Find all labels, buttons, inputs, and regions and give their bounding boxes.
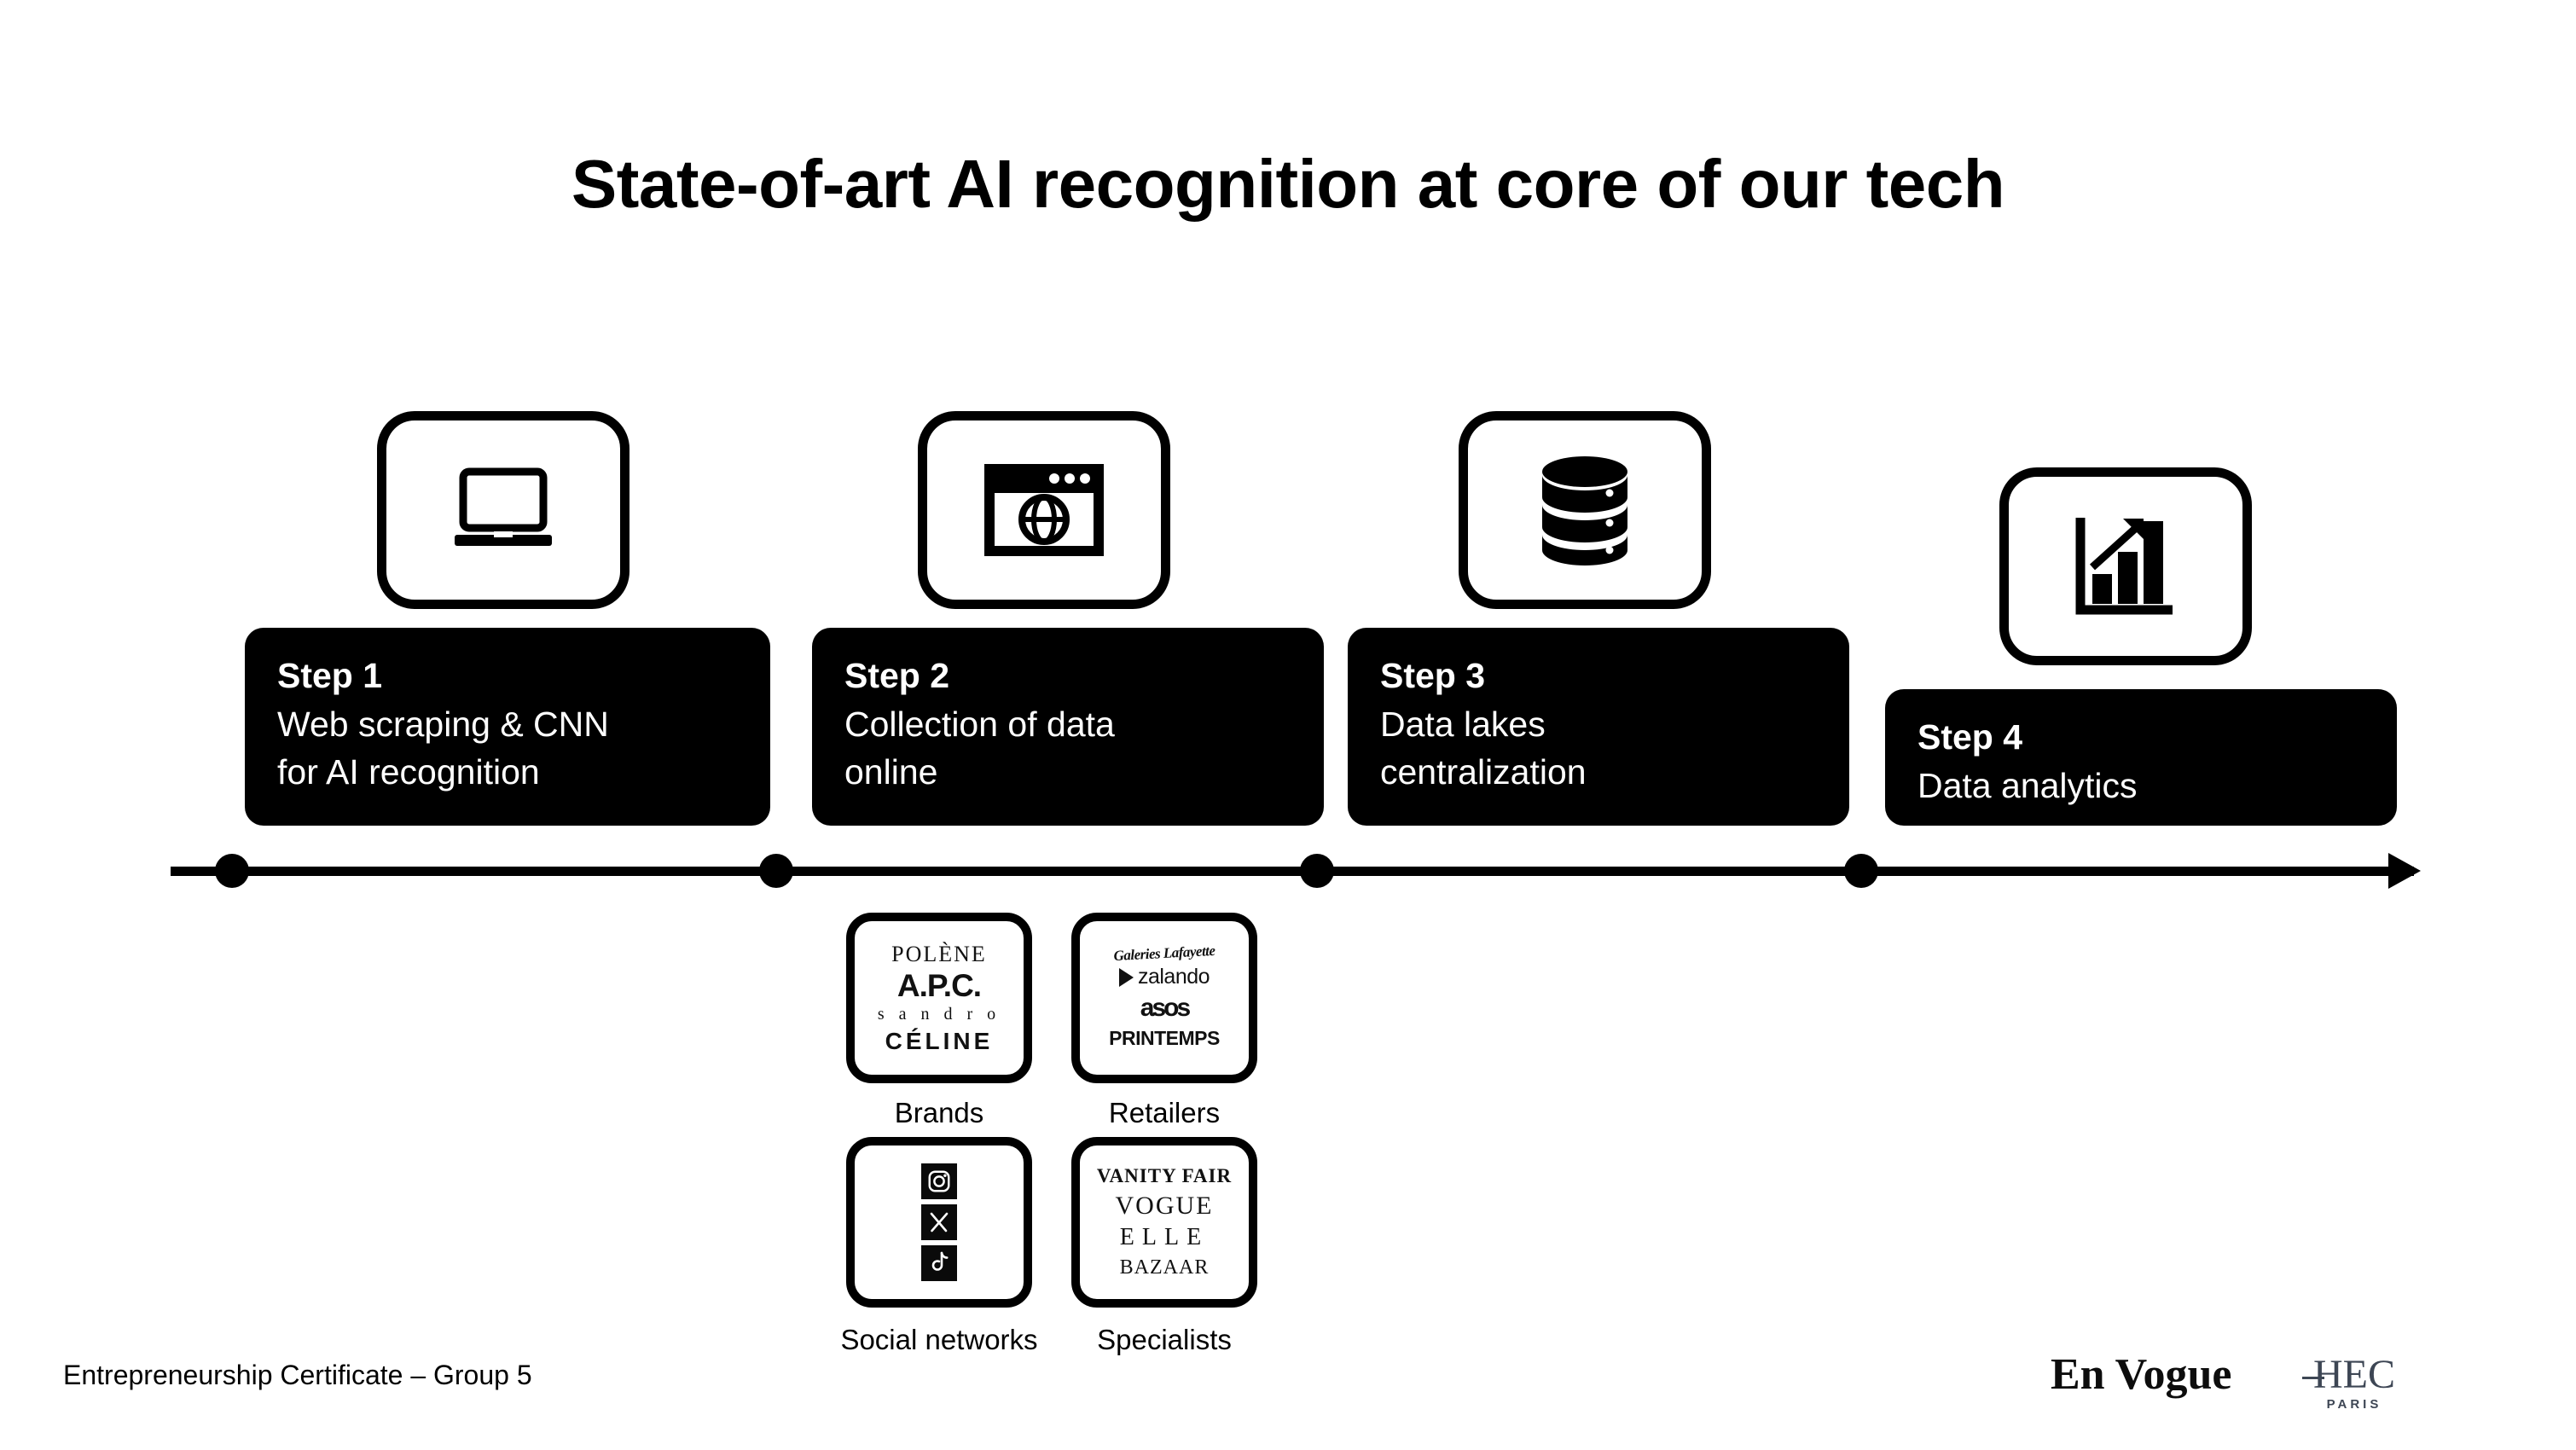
source-caption-specialists: Specialists — [1097, 1324, 1232, 1355]
step-4-icon-card — [1999, 467, 2252, 665]
zalando-triangle-icon — [1118, 967, 1134, 987]
page-title: State-of-art AI recognition at core of o… — [571, 146, 2005, 222]
step-card-2[interactable]: Step 2 Collection of data online — [812, 628, 1324, 826]
logo-apc: A.P.C. — [896, 967, 982, 1003]
logo-celine: CÉLINE — [885, 1027, 994, 1054]
tiktok-icon — [921, 1245, 957, 1281]
step-2-title: Step 2 — [844, 656, 950, 695]
footer-group-label: Entrepreneurship Certificate – Group 5 — [63, 1360, 532, 1390]
en-vogue-logo: En Vogue — [2051, 1350, 2232, 1399]
hec-wordmark: HEC — [2302, 1352, 2395, 1397]
step-card-4[interactable]: Step 4 Data analytics — [1885, 689, 2397, 826]
step-4-title: Step 4 — [1917, 717, 2023, 757]
logo-printemps: PRINTEMPS — [1109, 1027, 1220, 1049]
step-3-icon-card — [1459, 411, 1711, 609]
timeline-marker-2[interactable] — [759, 854, 793, 888]
bar-chart-growth-icon — [2074, 514, 2178, 618]
timeline-axis — [171, 867, 2414, 876]
step-card-3[interactable]: Step 3 Data lakes centralization — [1348, 628, 1849, 826]
source-caption-retailers: Retailers — [1108, 1097, 1221, 1128]
hec-letters: HEC — [2313, 1352, 2395, 1397]
social-icon-stack — [921, 1163, 957, 1281]
timeline-marker-3[interactable] — [1300, 854, 1334, 888]
step-1-title: Step 1 — [277, 656, 383, 695]
hec-paris-sublabel: PARIS — [2326, 1397, 2382, 1412]
logo-galeries-lafayette: Galeries Lafayette — [1113, 942, 1215, 965]
timeline-marker-4[interactable] — [1844, 854, 1878, 888]
step-card-1[interactable]: Step 1 Web scraping & CNN for AI recogni… — [245, 628, 770, 826]
logo-polene: POLÈNE — [891, 941, 987, 966]
step-1-icon-card — [377, 411, 629, 609]
logo-vanity-fair: VANITY FAIR — [1096, 1165, 1233, 1186]
timeline-marker-1[interactable] — [215, 854, 249, 888]
database-icon — [1535, 453, 1635, 567]
step-4-description: Data analytics — [1917, 765, 2138, 805]
zalando-wordmark: zalando — [1137, 965, 1210, 989]
logo-vogue: VOGUE — [1115, 1192, 1214, 1220]
step-2-description: Collection of data online — [844, 704, 1115, 792]
step-2-icon-card — [918, 411, 1170, 609]
timeline-arrowhead-icon — [2388, 853, 2421, 889]
logo-asos: asos — [1140, 994, 1191, 1022]
step-3-description: Data lakes centralization — [1380, 704, 1587, 792]
source-card-retailers[interactable]: Galeries Lafayette zalando asos PRINTEMP… — [1071, 913, 1257, 1083]
source-caption-brands: Brands — [894, 1097, 984, 1128]
hec-paris-logo: HEC PARIS — [2302, 1352, 2395, 1412]
hec-bar-icon — [2302, 1377, 2324, 1379]
logo-zalando: zalando — [1080, 965, 1249, 989]
source-card-brands[interactable]: POLÈNE A.P.C. s a n d r o CÉLINE — [846, 913, 1032, 1083]
step-3-title: Step 3 — [1380, 656, 1486, 695]
logo-sandro: s a n d r o — [877, 1004, 1001, 1024]
logo-bazaar: BAZAAR — [1119, 1256, 1210, 1279]
laptop-icon — [439, 463, 567, 557]
instagram-icon — [921, 1163, 957, 1199]
step-1-description: Web scraping & CNN for AI recognition — [277, 704, 609, 792]
browser-globe-icon — [979, 459, 1109, 561]
source-caption-social-networks: Social networks — [840, 1324, 1038, 1355]
source-card-social-networks[interactable] — [846, 1137, 1032, 1308]
x-twitter-icon — [921, 1204, 957, 1240]
logo-elle: ELLE — [1119, 1224, 1210, 1250]
source-card-specialists[interactable]: VANITY FAIR VOGUE ELLE BAZAAR — [1071, 1137, 1257, 1308]
